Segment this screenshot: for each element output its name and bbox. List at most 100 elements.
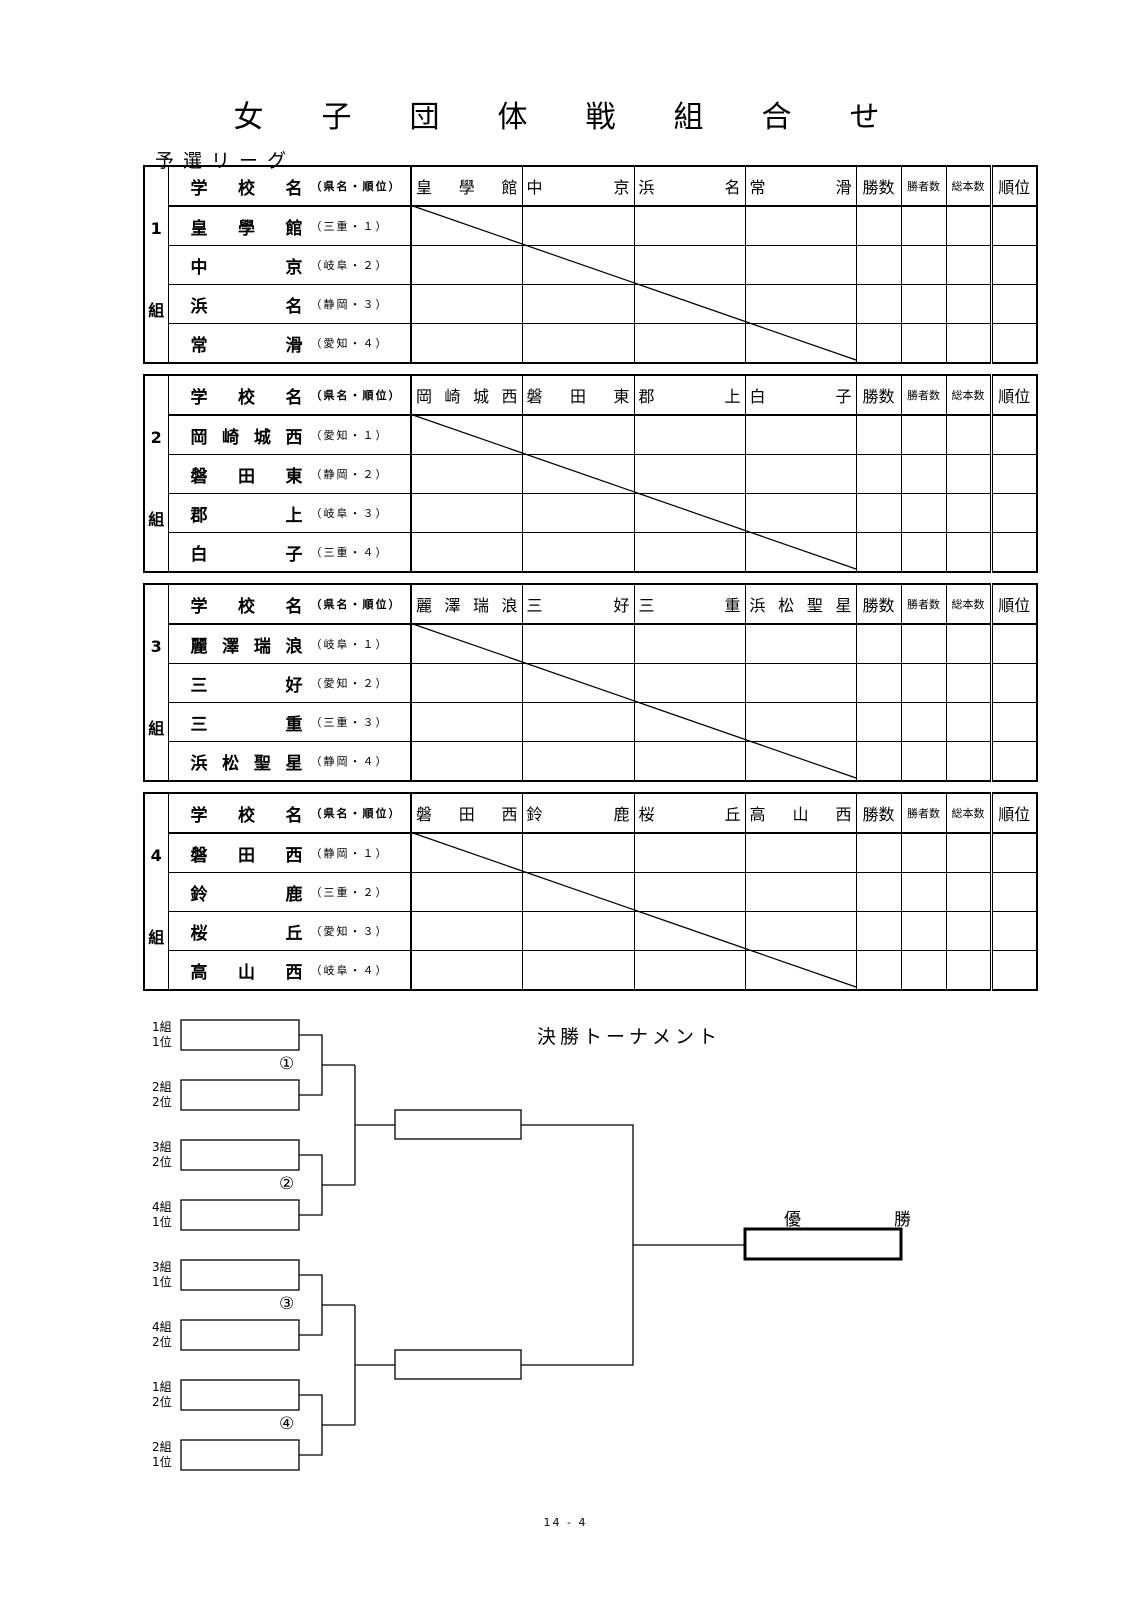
team-pref: （岐阜・４）	[310, 964, 389, 977]
rank-cell[interactable]	[989, 702, 1038, 742]
winners-cell[interactable]	[900, 872, 947, 912]
team-cell: 三好（愛知・２）	[167, 663, 412, 703]
winners-header: 勝者数	[900, 792, 947, 834]
team-name: 郡上	[190, 505, 303, 526]
wins-cell[interactable]	[855, 323, 902, 364]
rank-cell[interactable]	[989, 950, 1038, 991]
total-cell[interactable]	[945, 205, 992, 246]
team-cell: 中京（岐阜・２）	[167, 245, 412, 285]
group-kumi: 組	[148, 719, 165, 738]
seed-group: 4組	[152, 1200, 172, 1214]
rank-cell[interactable]	[989, 832, 1038, 873]
rank-cell[interactable]	[989, 205, 1038, 246]
wins-cell[interactable]	[855, 702, 902, 742]
team-pref: （静岡・２）	[310, 468, 389, 481]
total-cell[interactable]	[945, 532, 992, 573]
team-cell: 浜名（静岡・３）	[167, 284, 412, 324]
team-name: 浜名	[190, 296, 303, 317]
winners-cell[interactable]	[900, 205, 947, 246]
opponent-header: 郡上	[633, 374, 746, 416]
winners-cell[interactable]	[900, 414, 947, 455]
rank-cell[interactable]	[989, 323, 1038, 364]
total-cell[interactable]	[945, 911, 992, 951]
team-pref: （三重・４）	[310, 546, 389, 559]
opponent-name: 岡崎城西	[416, 387, 518, 406]
total-cell[interactable]	[945, 323, 992, 364]
team-cell: 磐田東（静岡・２）	[167, 454, 412, 494]
rank-header: 順位	[989, 165, 1038, 207]
school-header: 学 校 名（県名・順位）	[167, 374, 412, 416]
rank-cell[interactable]	[989, 493, 1038, 533]
seed-group: 1組	[152, 1380, 172, 1394]
rank-cell[interactable]	[989, 284, 1038, 324]
seed-place: 2位	[152, 1335, 172, 1349]
seed-group: 2組	[152, 1080, 172, 1094]
opponent-name: 三重	[638, 596, 741, 615]
seed-group: 2組	[152, 1440, 172, 1454]
team-name: 鈴鹿	[190, 884, 303, 905]
winners-cell[interactable]	[900, 454, 947, 494]
opponent-header: 皇學館	[410, 165, 523, 207]
team-name: 皇學館	[190, 218, 303, 239]
opponent-name: 皇學館	[416, 178, 518, 197]
rank-cell[interactable]	[989, 623, 1038, 664]
seed-place: 1位	[152, 1455, 172, 1469]
opponent-name: 磐田東	[526, 387, 630, 406]
wins-cell[interactable]	[855, 414, 902, 455]
opponent-header: 磐田西	[410, 792, 523, 834]
rank-cell[interactable]	[989, 532, 1038, 573]
page-title: 女子団体戦組合せ	[233, 100, 938, 135]
winners-cell[interactable]	[900, 245, 947, 285]
wins-cell[interactable]	[855, 623, 902, 664]
total-cell[interactable]	[945, 872, 992, 912]
rank-cell[interactable]	[989, 872, 1038, 912]
rank-cell[interactable]	[989, 663, 1038, 703]
team-pref: （愛知・４）	[310, 337, 389, 350]
wins-cell[interactable]	[855, 911, 902, 951]
group-kumi: 組	[148, 301, 165, 320]
winners-cell[interactable]	[900, 493, 947, 533]
team-cell: 浜松聖星（静岡・４）	[167, 741, 412, 782]
match-number: ①	[279, 1054, 295, 1074]
team-cell: 三重（三重・３）	[167, 702, 412, 742]
opponent-header: 浜名	[633, 165, 746, 207]
winners-cell[interactable]	[900, 284, 947, 324]
group-label: 4 組	[143, 792, 169, 991]
opponent-name: 中京	[526, 178, 630, 197]
rank-cell[interactable]	[989, 741, 1038, 782]
team-name: 常滑	[190, 335, 303, 356]
opponent-name: 常滑	[749, 178, 852, 197]
rank-cell[interactable]	[989, 454, 1038, 494]
winners-header: 勝者数	[900, 165, 947, 207]
seed-place: 1位	[152, 1215, 172, 1229]
winners-cell[interactable]	[900, 702, 947, 742]
school-header: 学 校 名（県名・順位）	[167, 165, 412, 207]
seed-group: 3組	[152, 1140, 172, 1154]
seed-place: 1位	[152, 1275, 172, 1289]
pref-rank-header: （県名・順位）	[310, 389, 402, 402]
team-pref: （岐阜・１）	[310, 638, 389, 651]
match-number: ④	[279, 1414, 295, 1434]
opponent-header: 麗澤瑞浪	[410, 583, 523, 625]
seed-group: 4組	[152, 1320, 172, 1334]
rank-cell[interactable]	[989, 911, 1038, 951]
total-cell[interactable]	[945, 741, 992, 782]
wins-cell[interactable]	[855, 950, 902, 991]
team-name: 桜丘	[190, 923, 303, 944]
group-number: 1	[150, 219, 162, 238]
winners-cell[interactable]	[900, 950, 947, 991]
wins-cell[interactable]	[855, 493, 902, 533]
rank-cell[interactable]	[989, 414, 1038, 455]
seed-group: 3組	[152, 1260, 172, 1274]
team-pref: （静岡・１）	[310, 847, 389, 860]
group-number: 3	[150, 637, 162, 656]
total-cell[interactable]	[945, 702, 992, 742]
group-label: 2 組	[143, 374, 169, 573]
wins-header: 勝数	[855, 583, 902, 625]
wins-cell[interactable]	[855, 284, 902, 324]
